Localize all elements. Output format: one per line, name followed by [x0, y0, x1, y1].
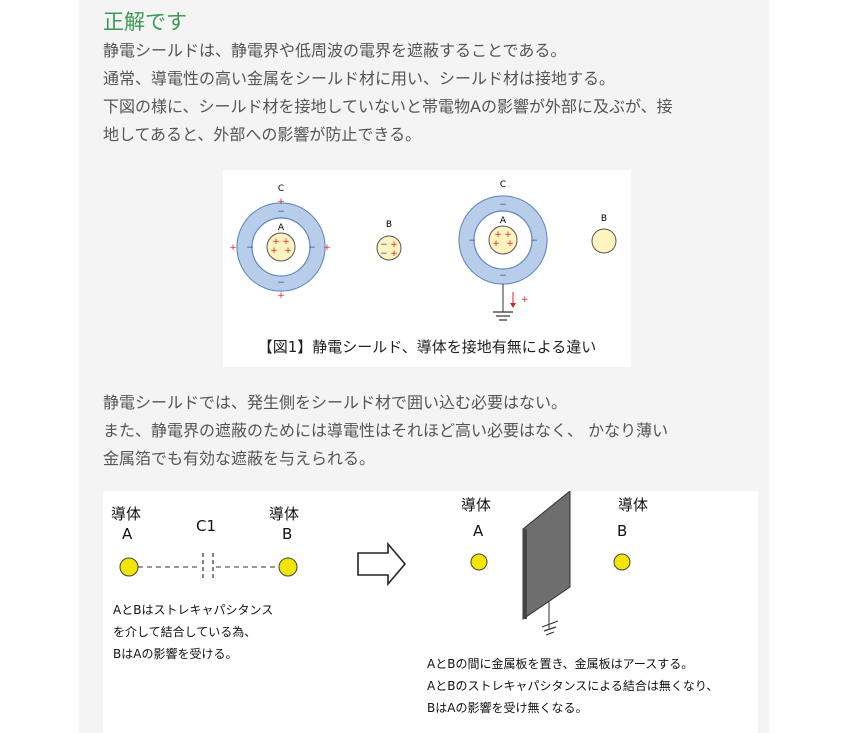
label-c-left: C — [278, 184, 284, 194]
svg-text:+: + — [277, 291, 285, 301]
charge-to-ground: + — [521, 295, 529, 305]
svg-text:−: − — [277, 207, 285, 217]
left-note-line-3: BはAの影響を受ける。 — [113, 647, 238, 661]
conductor-b-left — [376, 235, 402, 261]
right-label-a: A — [473, 522, 484, 540]
svg-text:−: − — [499, 271, 507, 281]
svg-text:+: + — [390, 249, 398, 259]
induced-minus-left: − − − − — [246, 207, 316, 288]
left-label-b: B — [282, 525, 293, 543]
conductor-a-shielded — [470, 553, 488, 571]
body-line-2: また、静電界の遮蔽のためには導電性はそれほど高い必要はなく、 かなり薄い — [103, 421, 669, 440]
svg-text:−: − — [468, 236, 476, 246]
conductor-a-left — [266, 232, 296, 262]
induced-minus-right: − − − − — [468, 200, 538, 281]
figure-1-drawing: C A ++ ++ −− −− ++ ++ B −− ++ — [229, 180, 617, 321]
body-line-1: 静電シールドでは、発生側をシールド材で囲い込む必要はない。 — [103, 393, 568, 412]
right-note-line-1: AとBの間に金属板を置き、金属板はアースする。 — [427, 657, 694, 671]
result-title: 正解です — [103, 10, 187, 34]
conductor-b-coupled — [278, 557, 298, 577]
figure-2-stray-capacitance: 導体 A 導体 B C1 AとBはストレキャパシタンス を介して結合している為、… — [103, 491, 758, 733]
svg-text:+: + — [504, 230, 512, 240]
plate-ground-2 — [543, 626, 557, 632]
svg-text:+: + — [284, 246, 292, 256]
conductor-a-right — [488, 225, 518, 255]
conductor-b-right — [591, 228, 617, 254]
metal-plate-edge — [523, 529, 527, 619]
svg-text:+: + — [272, 237, 280, 247]
svg-text:+: + — [282, 237, 290, 247]
conductor-b-shielded — [613, 553, 631, 571]
intro-line-3: 下図の様に、シールド材を接地していないと帯電物Aの影響が外部に及ぶが、接 — [103, 97, 673, 116]
svg-text:+: + — [277, 197, 285, 207]
label-b-right: B — [601, 214, 607, 224]
answer-panel: 正解です 静電シールドは、静電界や低周波の電界を遮蔽することである。 通常、導電… — [79, 0, 769, 733]
right-conductor-label-b: 導体 — [618, 496, 649, 514]
svg-text:−: − — [308, 243, 316, 253]
plate-ground-1 — [541, 620, 559, 628]
label-c-right: C — [500, 180, 506, 190]
intro-line-1: 静電シールドは、静電界や低周波の電界を遮蔽することである。 — [103, 41, 567, 60]
right-note-line-3: BはAの影響を受け無くなる。 — [427, 701, 588, 715]
label-a-right: A — [500, 216, 507, 226]
shield-c-ungrounded — [237, 203, 325, 291]
body-line-3: 金属箔でも有効な遮蔽を与えられる。 — [103, 449, 376, 468]
svg-text:+: + — [494, 230, 502, 240]
charges-a-left: ++ ++ — [270, 237, 292, 256]
shield-c-outer-edge — [236, 202, 326, 292]
left-conductor-label-a: 導体 — [111, 505, 142, 523]
svg-text:−: − — [277, 278, 285, 288]
right-label-b: B — [617, 522, 628, 540]
svg-text:−: − — [380, 249, 388, 259]
capacitance-label-c1: C1 — [196, 517, 217, 535]
figure-1-shield-diagram: C A ++ ++ −− −− ++ ++ B −− ++ — [223, 170, 631, 367]
svg-text:−: − — [499, 200, 507, 210]
svg-text:+: + — [270, 246, 278, 256]
conductor-a-coupled — [119, 557, 139, 577]
label-b-left: B — [386, 220, 392, 230]
svg-text:−: − — [246, 243, 254, 253]
svg-text:+: + — [323, 243, 331, 253]
left-label-a: A — [122, 525, 133, 543]
left-note-line-2: を介して結合している為、 — [113, 625, 257, 639]
figure-1-caption: 【図1】静電シールド、導体を接地有無による違い — [257, 338, 597, 356]
intro-line-4: 地してあると、外部への影響が防止できる。 — [103, 125, 422, 144]
label-a-left: A — [278, 223, 285, 233]
svg-text:+: + — [229, 243, 237, 253]
charges-a-right: ++ ++ — [492, 230, 514, 249]
left-conductor-label-b: 導体 — [269, 505, 300, 523]
svg-text:−: − — [380, 240, 388, 250]
svg-text:−: − — [530, 236, 538, 246]
svg-text:+: + — [506, 239, 514, 249]
svg-text:+: + — [390, 240, 398, 250]
svg-text:+: + — [492, 239, 500, 249]
shield-c-grounded — [459, 196, 547, 284]
figure-2-drawing — [119, 491, 631, 636]
left-note-line-1: AとBはストレキャパシタンス — [113, 603, 274, 617]
right-note-line-2: AとBのストレキャパシタンスによる結合は無くなり、 — [427, 679, 719, 693]
charges-b-left: −− ++ — [380, 240, 398, 259]
charge-flow-arrowhead — [510, 303, 516, 308]
right-conductor-label-a: 導体 — [461, 496, 492, 514]
metal-plate — [522, 491, 571, 620]
plate-ground-3 — [545, 631, 555, 636]
transition-arrow — [357, 541, 407, 587]
outer-plus-left: ++ ++ — [229, 197, 331, 301]
intro-line-2: 通常、導電性の高い金属をシールド材に用い、シールド材は接地する。 — [103, 69, 616, 88]
